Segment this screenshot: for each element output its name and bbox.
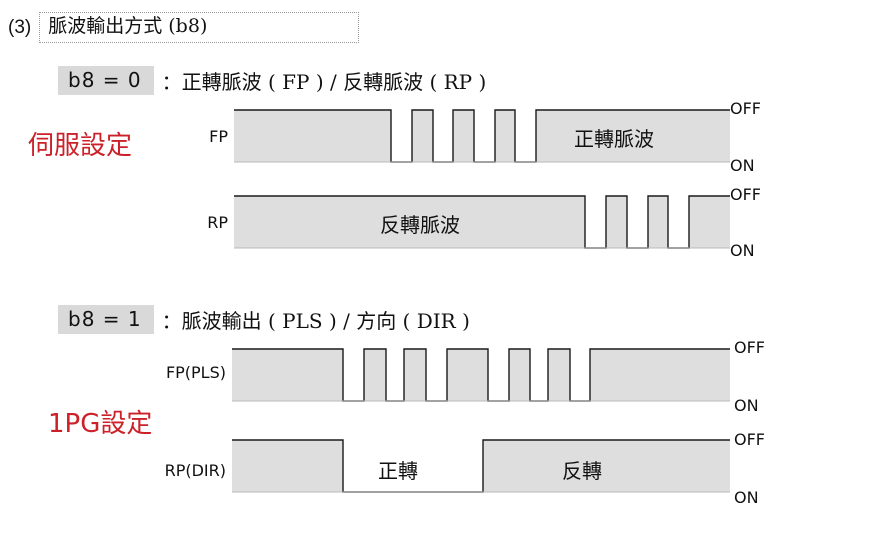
level-off-fp: OFF <box>730 99 761 118</box>
annotation-servo: 伺服設定 <box>28 131 133 161</box>
waveform-text-forward: 正轉 <box>378 459 418 483</box>
section-heading-b8-0: b8 = 0 ：正轉脈波 ( FP ) / 反轉脈波 ( RP ) <box>58 66 486 95</box>
level-on-rp: ON <box>730 241 755 260</box>
annotation-1pg: 1PG設定 <box>48 409 153 439</box>
signal-label-rp-dir: RP(DIR) <box>164 461 226 480</box>
waveform-fp-pls <box>232 348 730 402</box>
waveform-rp-dir <box>232 439 730 493</box>
section-heading-b8-1: b8 = 1 ：脈波輸出 ( PLS ) / 方向 ( DIR ) <box>58 305 470 334</box>
level-off-rp-dir: OFF <box>734 430 765 449</box>
chip-b8-1: b8 = 1 <box>58 305 154 334</box>
level-off-fp-pls: OFF <box>734 338 765 357</box>
level-off-rp: OFF <box>730 185 761 204</box>
level-on-rp-dir: ON <box>734 488 759 507</box>
waveform-text-fp: 正轉脈波 <box>574 127 654 151</box>
page-header: (3) 脈波輸出方式 (b8) <box>8 12 360 43</box>
waveform-fp <box>234 109 730 163</box>
signal-label-rp: RP <box>207 213 228 232</box>
page-title: 脈波輸出方式 (b8) <box>39 12 360 43</box>
section-number: (3) <box>8 16 32 38</box>
section-desc-b8-1: ：脈波輸出 ( PLS ) / 方向 ( DIR ) <box>161 309 470 333</box>
waveform-rp <box>234 195 730 249</box>
level-on-fp: ON <box>730 156 755 175</box>
signal-label-fp: FP <box>209 127 228 146</box>
signal-label-fp-pls: FP(PLS) <box>165 363 226 382</box>
waveform-text-rp: 反轉脈波 <box>380 213 460 237</box>
waveform-text-reverse: 反轉 <box>562 459 602 483</box>
section-desc-b8-0: ：正轉脈波 ( FP ) / 反轉脈波 ( RP ) <box>161 70 487 94</box>
chip-b8-0: b8 = 0 <box>58 66 154 95</box>
level-on-fp-pls: ON <box>734 396 759 415</box>
